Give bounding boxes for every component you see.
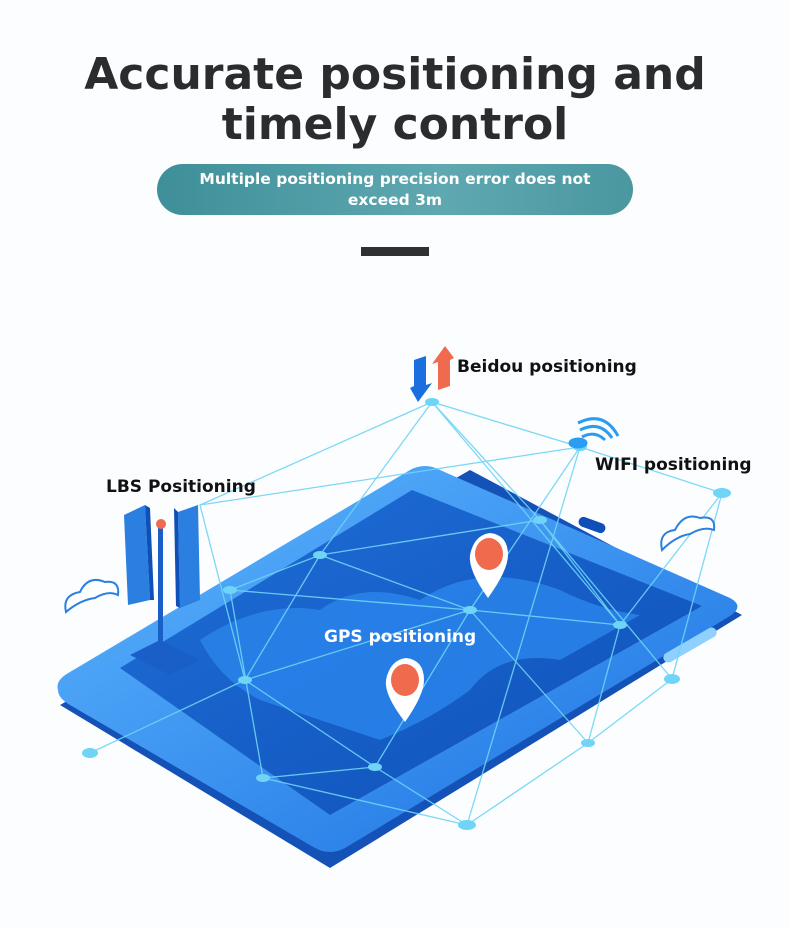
title-line-1: Accurate positioning and [84,49,706,100]
subtitle-badge: Multiple positioning precision error doe… [157,164,633,215]
location-pin-icon [385,658,424,722]
beidou-label: Beidou positioning [457,357,637,377]
subtitle-text: Multiple positioning precision error doe… [199,169,591,209]
positioning-illustration [57,346,742,868]
phone-speaker [578,516,606,534]
location-pin-icon [469,533,508,598]
lbs-label: LBS Positioning [106,477,256,497]
title-line-2: timely control [221,99,569,150]
gps-label: GPS positioning [324,627,477,647]
cloud-icon [660,515,716,552]
wifi-icon [568,417,620,449]
page-title: Accurate positioning and timely control [0,50,790,150]
divider [361,247,429,256]
cloud-icon [64,579,120,614]
wifi-label: WIFI positioning [595,455,752,475]
beidou-arrows-icon [410,346,454,402]
cell-tower-icon [124,505,200,675]
world-map [200,577,640,740]
